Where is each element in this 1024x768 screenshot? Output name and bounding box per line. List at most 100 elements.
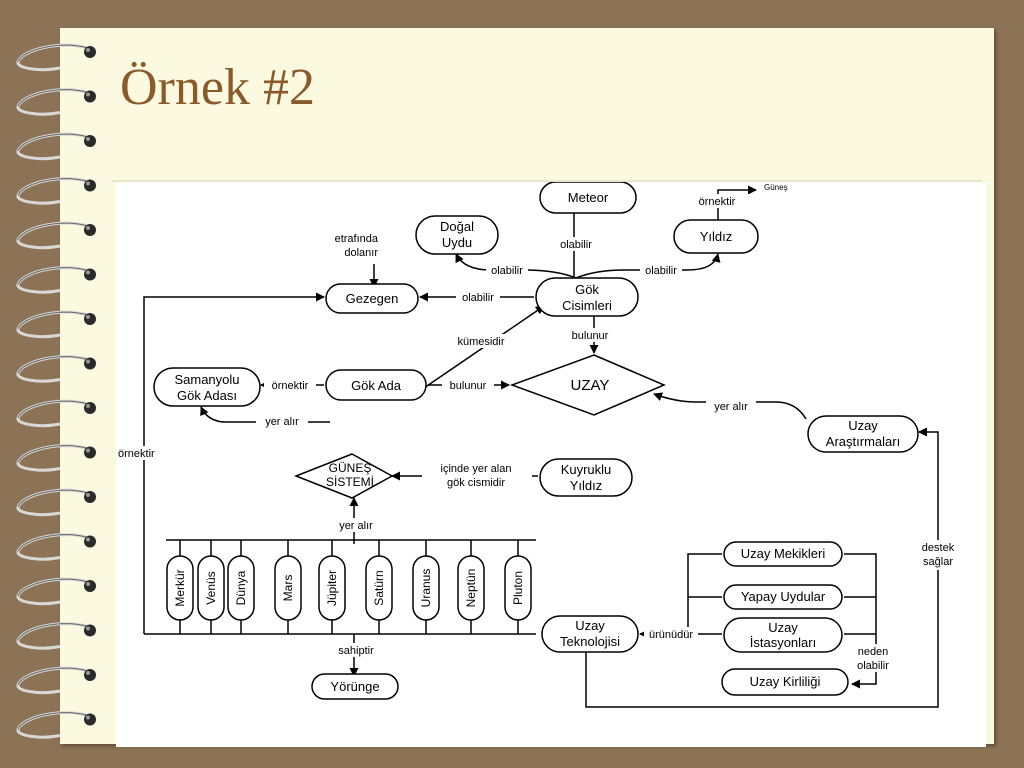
concept-map: örnektir Güneş etrafında dolanır olabili… — [116, 182, 986, 747]
link-label-etrafinda: etrafında — [335, 233, 379, 245]
planet-node: Mars — [274, 540, 302, 634]
planet-node: Merkür — [166, 540, 194, 634]
planet-node: Venüs — [197, 540, 225, 634]
node-uzay-mekikleri: Uzay Mekikleri — [723, 541, 843, 567]
planet-row: Merkür Venüs Dünya Mars Jüpiter Satürn Uranus N… — [166, 540, 532, 634]
binding-ring — [16, 132, 96, 161]
link-label-yer-alir-planets: yer alır — [339, 520, 373, 532]
svg-text:SİSTEMİ: SİSTEMİ — [326, 475, 374, 489]
svg-text:Cisimleri: Cisimleri — [562, 298, 612, 313]
svg-text:Yörünge: Yörünge — [330, 679, 379, 694]
planet-node: Uranus — [412, 540, 440, 634]
planet-label: Satürn — [372, 570, 386, 605]
link-label-icinde-1: içinde yer alan — [441, 463, 512, 475]
link-label-bulunur-uzay: bulunur — [572, 330, 609, 342]
node-samanyolu: Samanyolu Gök Adası — [153, 367, 261, 407]
nodes: Meteor Yıldız Doğal Uydu Gök Cisimleri G… — [153, 182, 919, 700]
link-label-ornektir-mid: örnektir — [272, 380, 309, 392]
node-dogal-uydu: Doğal Uydu — [415, 215, 499, 255]
link-label-ornektir-top: örnektir — [699, 196, 736, 208]
svg-text:Gök Adası: Gök Adası — [177, 388, 237, 403]
svg-text:Uzay: Uzay — [575, 618, 605, 633]
link-labels: örnektir Güneş etrafında dolanır olabili… — [116, 183, 968, 672]
node-meteor: Meteor — [539, 182, 637, 214]
planet-label: Neptün — [464, 569, 478, 608]
svg-text:Yıldız: Yıldız — [700, 229, 733, 244]
binding-ring — [16, 88, 96, 116]
node-gok-ada: Gök Ada — [325, 369, 427, 401]
link-label-dolanir: dolanır — [344, 247, 378, 259]
link-label-urunudur: ürünüdür — [649, 629, 693, 641]
link-label-kumesidir: kümesidir — [457, 336, 504, 348]
svg-text:Uydu: Uydu — [442, 235, 472, 250]
link-label-saglar: sağlar — [923, 556, 953, 568]
link-label-icinde-2: gök cismidir — [447, 477, 505, 489]
binding-ring — [16, 221, 96, 250]
binding-ring — [16, 444, 96, 472]
node-gunes-sistemi: GÜNEŞ SİSTEMİ — [293, 453, 394, 499]
planet-node: Jüpiter — [318, 540, 346, 634]
binding-ring — [16, 622, 96, 650]
link-label-olabilir-meteor: olabilir — [560, 239, 592, 251]
binding-ring — [16, 488, 96, 517]
link-label-sahiptir: sahiptir — [338, 645, 374, 657]
node-uzay-teknolojisi: Uzay Teknolojisi — [541, 615, 639, 653]
node-kuyruklu-yildiz: Kuyruklu Yıldız — [539, 458, 633, 497]
planet-node: Satürn — [365, 540, 393, 634]
svg-text:Yapay Uydular: Yapay Uydular — [741, 589, 826, 604]
svg-text:Yıldız: Yıldız — [570, 478, 603, 493]
planet-label: Merkür — [173, 569, 187, 606]
binding-ring — [16, 310, 96, 339]
link-label-olabilir-gezegen: olabilir — [462, 292, 494, 304]
node-yorunge: Yörünge — [311, 673, 399, 700]
planet-node: Pluton — [504, 540, 532, 634]
svg-text:Uzay Kirliliği: Uzay Kirliliği — [750, 674, 821, 689]
node-yapay-uydular: Yapay Uydular — [723, 584, 843, 610]
svg-text:Teknolojisi: Teknolojisi — [560, 634, 620, 649]
link-label-yer-alir-gunes: yer alır — [265, 416, 299, 428]
binding-ring — [16, 533, 96, 561]
svg-text:Doğal: Doğal — [440, 219, 474, 234]
spiral-binding — [16, 43, 96, 739]
binding-ring — [16, 355, 96, 383]
svg-text:Meteor: Meteor — [568, 190, 609, 205]
node-uzay-arastirmalari: Uzay Araştırmaları — [807, 415, 919, 453]
title-divider — [112, 180, 982, 182]
binding-ring — [16, 711, 96, 739]
planet-node: Neptün — [457, 540, 485, 634]
link-label-neden: neden — [858, 646, 889, 658]
link-label-destek: destek — [922, 542, 955, 554]
link-label-ornektir-left: örnektir — [118, 448, 155, 460]
binding-ring — [16, 177, 96, 205]
svg-text:Gezegen: Gezegen — [346, 291, 399, 306]
link-label-bulunur-ada: bulunur — [450, 380, 487, 392]
svg-text:Kuyruklu: Kuyruklu — [561, 462, 612, 477]
planet-label: Dünya — [234, 570, 248, 605]
node-uzay-kirliligi: Uzay Kirliliği — [721, 668, 849, 696]
svg-text:GÜNEŞ: GÜNEŞ — [329, 461, 372, 475]
svg-text:UZAY: UZAY — [571, 377, 610, 394]
svg-text:Araştırmaları: Araştırmaları — [826, 434, 900, 449]
binding-ring — [16, 666, 96, 695]
node-uzay: UZAY — [509, 354, 666, 416]
planet-label: Mars — [281, 575, 295, 602]
planet-label: Venüs — [204, 571, 218, 604]
node-gezegen: Gezegen — [325, 283, 419, 314]
link-label-olabilir-neden: olabilir — [857, 660, 889, 672]
svg-text:İstasyonları: İstasyonları — [750, 635, 816, 650]
svg-text:Gök Ada: Gök Ada — [351, 378, 402, 393]
node-gok-cisimleri: Gök Cisimleri — [535, 277, 639, 317]
link-label-yer-alir-arastirma: yer alır — [714, 401, 748, 413]
node-uzay-istasyonlari: Uzay İstasyonları — [723, 617, 843, 653]
node-yildiz: Yıldız — [673, 219, 759, 254]
slide-title: Örnek #2 — [120, 59, 315, 116]
svg-text:Uzay: Uzay — [848, 418, 878, 433]
svg-text:Uzay Mekikleri: Uzay Mekikleri — [741, 546, 826, 561]
planet-label: Pluton — [511, 571, 525, 605]
link-label-gunes: Güneş — [764, 183, 788, 192]
link-label-olabilir-uydu: olabilir — [491, 265, 523, 277]
planet-node: Dünya — [227, 540, 255, 634]
planet-label: Jüpiter — [325, 570, 339, 606]
svg-text:Uzay: Uzay — [768, 620, 798, 635]
binding-ring — [16, 399, 96, 428]
